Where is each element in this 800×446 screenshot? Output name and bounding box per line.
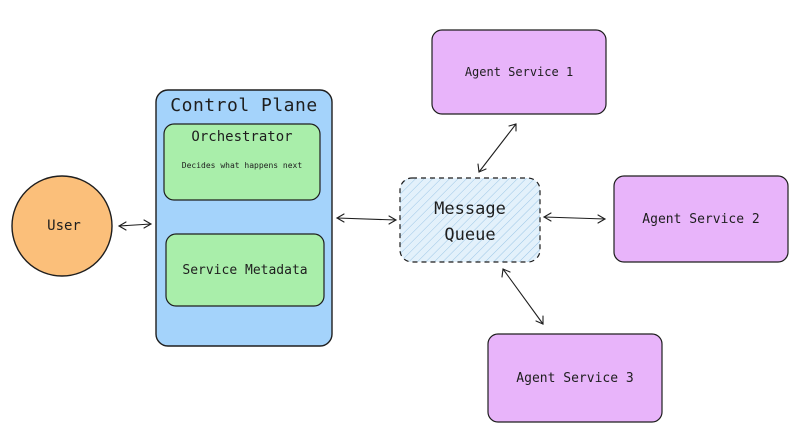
agent-service-2-shape <box>613 175 789 263</box>
orchestrator-subtitle: Decides what happens next <box>181 160 303 170</box>
message-queue-label-line2: Queue <box>444 225 496 245</box>
orchestrator-title: Orchestrator <box>191 129 293 145</box>
arrow-queue-agent-2 <box>542 212 607 224</box>
control-plane-title: Control Plane <box>170 94 318 116</box>
agent-service-1-shape <box>431 29 607 115</box>
arrow-user-control-plane <box>117 219 153 231</box>
message-queue-label-line1: Message <box>434 199 506 219</box>
message-queue-hatch <box>399 177 541 263</box>
service-metadata-label: Service Metadata <box>182 262 308 278</box>
user-label: User <box>47 218 81 234</box>
agent-service-2-label: Agent Service 2 <box>642 211 760 227</box>
arrow-control-plane-queue <box>335 213 398 225</box>
user-node-shape <box>11 175 113 277</box>
service-metadata-shape <box>165 233 325 307</box>
arrow-queue-agent-1 <box>477 123 517 173</box>
agent-service-3-label: Agent Service 3 <box>516 370 634 386</box>
arrow-queue-agent-3 <box>501 268 544 325</box>
orchestrator-shape <box>163 123 321 201</box>
agent-service-3-shape <box>487 333 663 423</box>
agent-service-1-label: Agent Service 1 <box>464 65 574 79</box>
